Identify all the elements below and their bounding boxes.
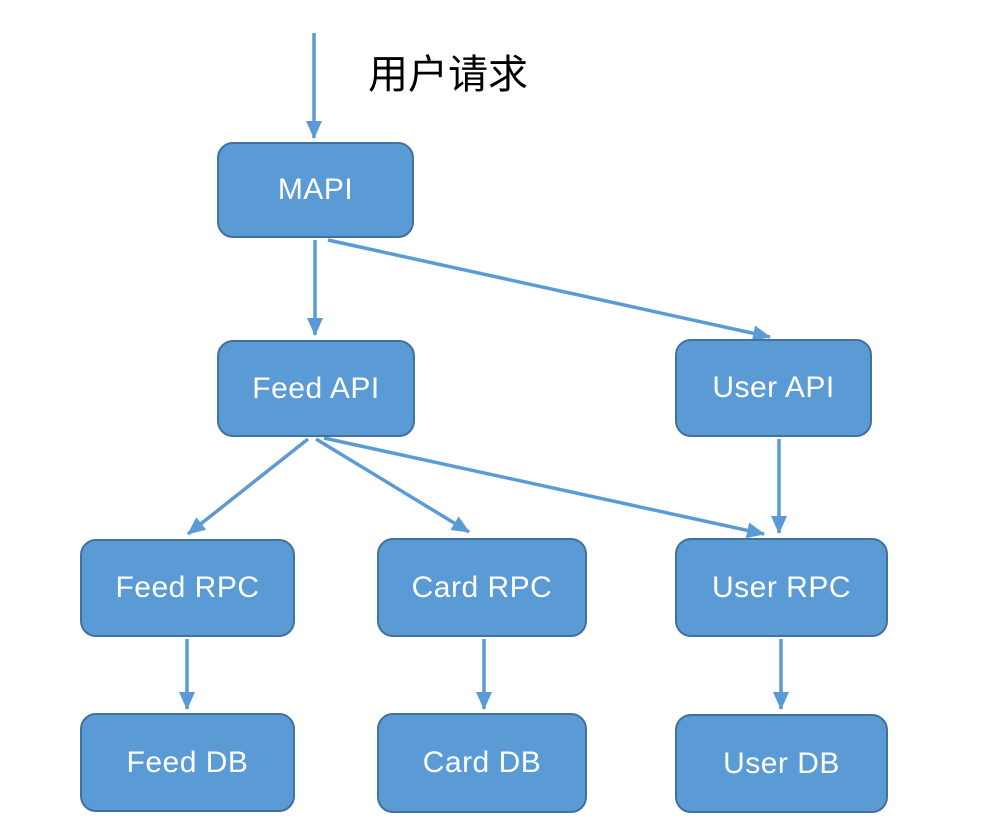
node-feed-db: Feed DB (80, 713, 295, 812)
node-card-db-label: Card DB (422, 746, 542, 779)
node-feed-db-label: Feed DB (126, 745, 249, 779)
user-request-label: 用户请求 (368, 53, 528, 97)
node-mapi-label: MAPI (277, 173, 354, 206)
node-user-db: User DB (675, 714, 888, 813)
node-mapi: MAPI (217, 142, 414, 238)
node-user-db-label: User DB (723, 746, 840, 780)
node-card-db: Card DB (377, 713, 587, 813)
node-feed-rpc-label: Feed RPC (115, 571, 260, 604)
edge-feed-api-to-user-rpc (323, 436, 765, 539)
node-user-api-label: User API (712, 371, 835, 404)
edge-feed-api-to-card-rpc (315, 437, 470, 534)
edge-mapi-to-user-api (327, 238, 771, 342)
node-user-rpc: User RPC (675, 538, 888, 637)
node-user-api: User API (675, 339, 872, 437)
node-feed-api: Feed API (217, 340, 415, 437)
node-feed-rpc: Feed RPC (80, 539, 295, 637)
node-user-rpc-label: User RPC (711, 570, 851, 604)
edge-feed-api-to-feed-rpc (186, 437, 310, 536)
node-feed-api-label: Feed API (252, 371, 380, 405)
node-card-rpc-label: Card RPC (411, 570, 553, 604)
node-card-rpc: Card RPC (377, 538, 587, 637)
